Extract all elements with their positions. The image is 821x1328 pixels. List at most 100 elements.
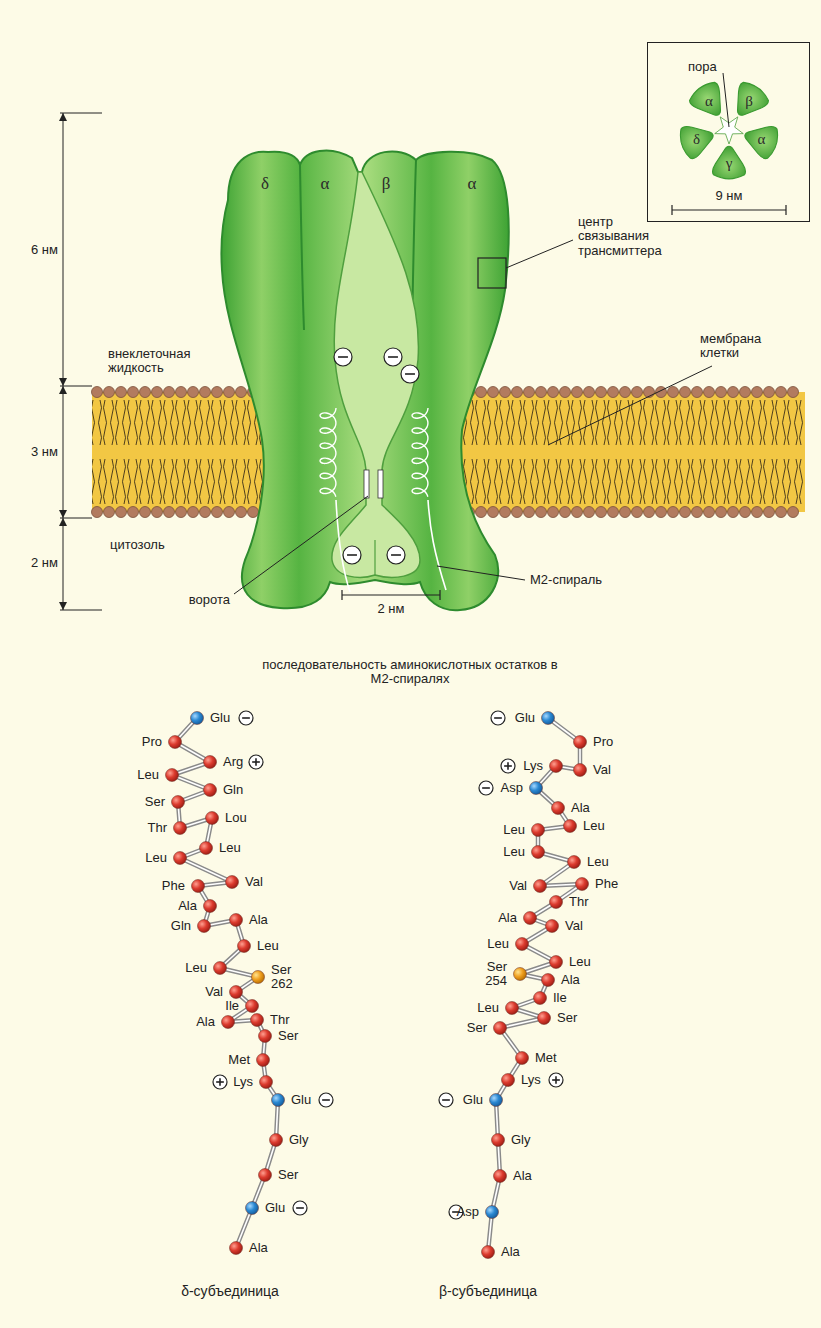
amino-chain (166, 711, 589, 1259)
label: Lys (523, 759, 543, 773)
lipid-head (140, 507, 151, 518)
lipid-head (536, 507, 547, 518)
label: Ala (498, 911, 517, 925)
label: Ile (225, 999, 239, 1013)
label: Ser (278, 1029, 298, 1043)
amino-chain (204, 756, 217, 769)
inset-box (672, 209, 786, 210)
lipid-head (740, 507, 751, 518)
amino-chain (259, 1030, 272, 1043)
amino-chain (546, 920, 559, 933)
label: Gly (289, 1133, 309, 1147)
label: Lys (233, 1075, 253, 1089)
lipid-head (212, 387, 223, 398)
amino-chain (255, 758, 257, 766)
amino-chain (516, 1052, 529, 1065)
charge-symbol (391, 554, 401, 556)
amino-chain (568, 856, 581, 869)
amino-chain (542, 712, 555, 725)
amino-chain (538, 1012, 551, 1025)
receptor-channel (332, 172, 420, 577)
lipid-head (212, 507, 223, 518)
amino-chain (501, 759, 515, 773)
amino-chain (549, 1073, 563, 1087)
amino-chain (191, 712, 204, 725)
lipid-head (524, 507, 535, 518)
lipid-head (488, 507, 499, 518)
leader-line (437, 566, 525, 580)
lipid-head (236, 507, 247, 518)
label: β-субъединица (439, 1284, 537, 1299)
amino-chain (270, 1134, 283, 1147)
lipid-head (728, 387, 739, 398)
amino-chain (550, 956, 563, 969)
amino-chain (251, 1014, 264, 1027)
label: Val (245, 875, 263, 889)
node-text: пора (688, 60, 717, 74)
label: Glu (265, 1201, 285, 1215)
lipid-head (680, 507, 691, 518)
label: Ile (553, 991, 567, 1005)
label: Phe (162, 879, 185, 893)
charge-symbol (343, 546, 361, 564)
label: Gln (223, 783, 243, 797)
label: внеклеточная жидкость (108, 347, 208, 376)
lipid-head (176, 387, 187, 398)
lipid-head (116, 507, 127, 518)
label: Leu (137, 768, 159, 782)
amino-chain (174, 852, 187, 865)
label: 2 нм (378, 602, 405, 616)
amino-chain (192, 880, 205, 893)
amino-chain (494, 717, 502, 719)
label: мембрана клетки (700, 332, 780, 361)
label: 6 нм (31, 243, 58, 257)
lipid-head (716, 387, 727, 398)
lipid-head (704, 507, 715, 518)
label: Val (205, 985, 223, 999)
lipid-head (632, 507, 643, 518)
amino-chain (532, 824, 545, 837)
label: Thr (148, 821, 168, 835)
lipid-head (512, 387, 523, 398)
amino-chain (532, 846, 545, 859)
label: Ser (467, 1021, 487, 1035)
inset-box (671, 205, 672, 215)
label: Ala (571, 801, 590, 815)
amino-chain (259, 1169, 272, 1182)
label: 2 нм (31, 556, 58, 570)
label: Leu (219, 841, 241, 855)
label: Ala (249, 913, 268, 927)
label: Ala (178, 899, 197, 913)
label: Ala (196, 1015, 215, 1029)
lipid-head (128, 387, 139, 398)
charge-symbol (334, 348, 419, 564)
label: 3 нм (31, 445, 58, 459)
subunit-label-area: α (297, 166, 353, 202)
label: Leu (583, 819, 605, 833)
amino-chain (524, 912, 537, 925)
inset-box (715, 117, 744, 144)
amino-chain (206, 812, 219, 825)
amino-chain (514, 968, 527, 981)
amino-chain (534, 992, 547, 1005)
m2-helix (320, 408, 446, 592)
charge-symbol (388, 356, 398, 358)
amino-chain (534, 880, 547, 893)
scale-bar (342, 594, 440, 595)
label: Ser (278, 1168, 298, 1182)
label: Ser (145, 795, 165, 809)
charge-symbol (405, 373, 415, 375)
lipid-head (752, 387, 763, 398)
amino-chain (516, 938, 529, 951)
amino-chain (564, 820, 577, 833)
amino-chain (198, 920, 211, 933)
amino-chain (222, 1016, 235, 1029)
inset-box (723, 73, 729, 127)
lipid-head (596, 387, 607, 398)
lipid-head (140, 387, 151, 398)
label: последовательность аминокислотных остатк… (255, 658, 565, 687)
lipid-head (560, 507, 571, 518)
lipid-head (788, 507, 799, 518)
dimension-line (60, 113, 102, 114)
